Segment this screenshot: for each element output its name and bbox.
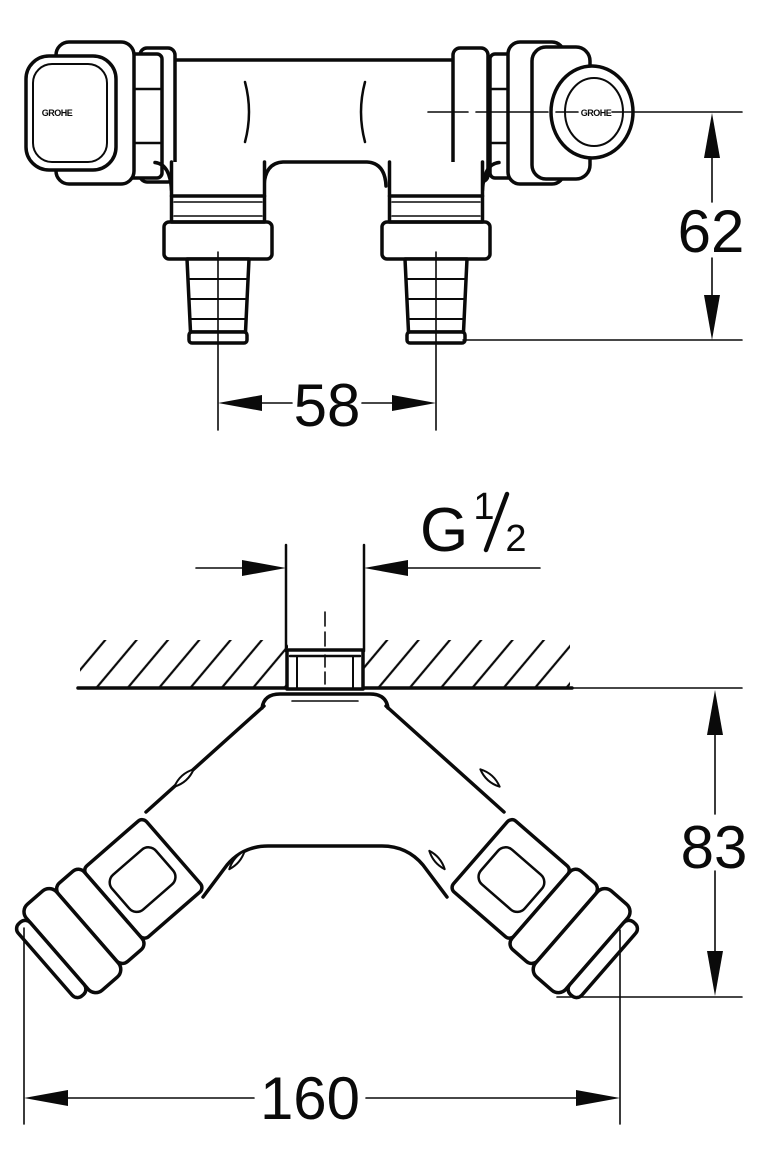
left-hose-outlet: [153, 160, 274, 431]
right-hose-outlet: [380, 160, 501, 431]
thread-label-g: G: [420, 496, 468, 565]
top-view: GROHE GROHE: [24, 40, 745, 439]
valve-body-cone: [144, 692, 506, 899]
thread-label-numerator: 1: [473, 486, 494, 528]
edge-highlight: [479, 768, 501, 788]
dimension-58: 58: [218, 372, 436, 439]
wall-nut: [285, 648, 365, 691]
dimension-160: 160: [23, 927, 621, 1132]
right-valve-arm: [450, 817, 640, 1000]
left-valve-cap: GROHE: [24, 40, 177, 186]
dimension-58-label: 58: [294, 372, 361, 439]
right-valve-cap: GROHE: [451, 40, 635, 186]
fraction-slash: [483, 491, 510, 553]
thread-stub: [284, 543, 366, 653]
edge-highlight: [173, 768, 195, 788]
dimension-83-label: 83: [681, 814, 748, 881]
dimension-thread-g12: G 1 2: [195, 486, 541, 576]
wall-section: [76, 640, 743, 690]
left-valve-arm: [14, 817, 204, 1000]
dimension-160-label: 160: [260, 1065, 360, 1132]
dimension-83: 83: [556, 690, 748, 998]
thread-label-denominator: 2: [505, 518, 526, 560]
grohe-logo-mark-left: GROHE: [42, 108, 73, 118]
grohe-logo-mark-right: GROHE: [581, 108, 612, 118]
dimension-62: 62: [462, 113, 745, 341]
edge-highlight: [428, 849, 446, 871]
front-view: G 1 2 83 160: [14, 486, 748, 1132]
edge-highlight: [228, 849, 246, 871]
dimension-62-label: 62: [678, 198, 745, 265]
